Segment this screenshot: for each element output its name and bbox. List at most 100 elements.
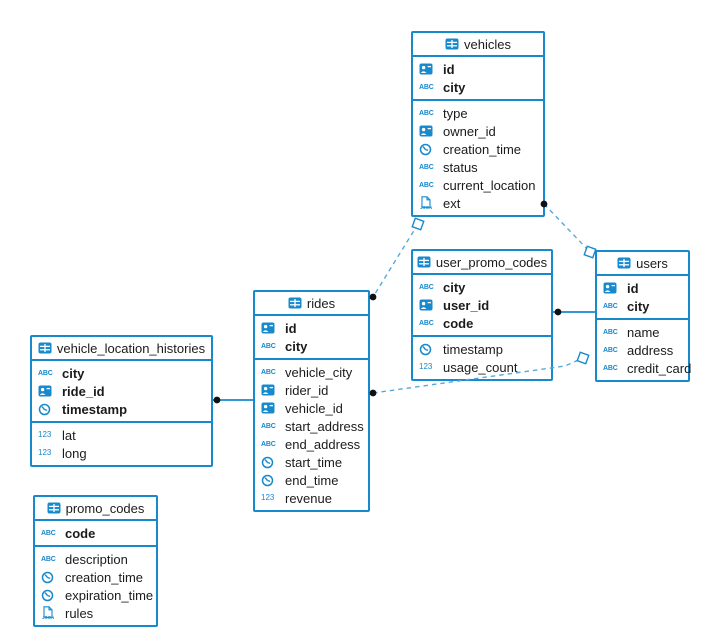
field-label: ext bbox=[443, 195, 461, 211]
string-icon: ABC bbox=[419, 283, 434, 291]
field-label: creation_time bbox=[65, 569, 144, 585]
field-row-creation_time[interactable]: creation_time bbox=[35, 568, 156, 586]
relationship-square-marker bbox=[576, 351, 590, 365]
field-row-start_address[interactable]: ABC start_address bbox=[255, 417, 368, 435]
relationship-square-marker bbox=[411, 217, 425, 231]
field-label: long bbox=[62, 445, 87, 461]
table-header-rides[interactable]: rides bbox=[255, 292, 368, 316]
field-row-vehicle_id[interactable]: vehicle_id bbox=[255, 399, 368, 417]
field-label: current_location bbox=[443, 177, 536, 193]
field-label: city bbox=[443, 279, 466, 295]
field-row-expiration_time[interactable]: expiration_time bbox=[35, 586, 156, 604]
field-row-user_id[interactable]: user_id bbox=[413, 296, 551, 314]
field-label: ride_id bbox=[62, 383, 105, 399]
string-icon: ABC bbox=[419, 319, 434, 327]
field-label: city bbox=[62, 365, 85, 381]
table-header-vehicles[interactable]: vehicles bbox=[413, 33, 543, 57]
table-header-vehicle_location_histories[interactable]: vehicle_location_histories bbox=[32, 337, 211, 361]
string-icon: ABC bbox=[419, 109, 434, 117]
field-row-creation_time[interactable]: creation_time bbox=[413, 140, 543, 158]
table-title: vehicles bbox=[464, 36, 511, 52]
string-icon: ABC bbox=[261, 368, 276, 376]
field-label: status bbox=[443, 159, 478, 175]
string-icon: ABC bbox=[603, 364, 618, 372]
table-icon bbox=[38, 342, 52, 354]
time-icon bbox=[261, 456, 280, 469]
table-title: rides bbox=[306, 295, 336, 311]
string-icon: ABC bbox=[419, 181, 434, 189]
field-row-city[interactable]: ABC city bbox=[413, 278, 551, 296]
field-row-timestamp[interactable]: timestamp bbox=[413, 340, 551, 358]
table-icon bbox=[617, 257, 631, 269]
field-label: end_time bbox=[285, 472, 339, 488]
id-icon bbox=[261, 402, 280, 414]
string-icon: ABC bbox=[603, 328, 618, 336]
field-row-end_time[interactable]: end_time bbox=[255, 471, 368, 489]
field-row-id[interactable]: id bbox=[255, 319, 368, 337]
field-row-timestamp[interactable]: timestamp bbox=[32, 400, 211, 418]
id-icon bbox=[261, 384, 280, 396]
number-icon: 123 bbox=[419, 362, 433, 371]
field-label: rules bbox=[65, 605, 94, 621]
field-label: creation_time bbox=[443, 141, 522, 157]
field-row-rider_id[interactable]: rider_id bbox=[255, 381, 368, 399]
field-label: start_address bbox=[285, 418, 364, 434]
field-row-id[interactable]: id bbox=[597, 279, 688, 297]
string-icon: ABC bbox=[261, 422, 276, 430]
field-row-ride_id[interactable]: ride_id bbox=[32, 382, 211, 400]
id-icon bbox=[419, 125, 438, 137]
field-label: address bbox=[627, 342, 674, 358]
relationship-user_promo_codes-to-users bbox=[553, 308, 595, 316]
time-icon bbox=[41, 571, 60, 584]
table-header-promo_codes[interactable]: promo_codes bbox=[35, 497, 156, 521]
field-label: rider_id bbox=[285, 382, 329, 398]
relationship-dot-marker bbox=[369, 389, 377, 397]
field-row-owner_id[interactable]: owner_id bbox=[413, 122, 543, 140]
field-row-start_time[interactable]: start_time bbox=[255, 453, 368, 471]
id-icon bbox=[261, 322, 280, 334]
field-row-current_location[interactable]: ABC current_location bbox=[413, 176, 543, 194]
string-icon: ABC bbox=[419, 83, 434, 91]
field-label: timestamp bbox=[62, 401, 128, 417]
table-header-user_promo_codes[interactable]: user_promo_codes bbox=[413, 251, 551, 275]
field-label: description bbox=[65, 551, 128, 567]
field-label: start_time bbox=[285, 454, 343, 470]
table-title: user_promo_codes bbox=[435, 254, 548, 270]
time-icon bbox=[419, 143, 438, 156]
field-label: end_address bbox=[285, 436, 361, 452]
table-header-users[interactable]: users bbox=[597, 252, 688, 276]
field-row-id[interactable]: id bbox=[413, 60, 543, 78]
string-icon: ABC bbox=[603, 302, 618, 310]
